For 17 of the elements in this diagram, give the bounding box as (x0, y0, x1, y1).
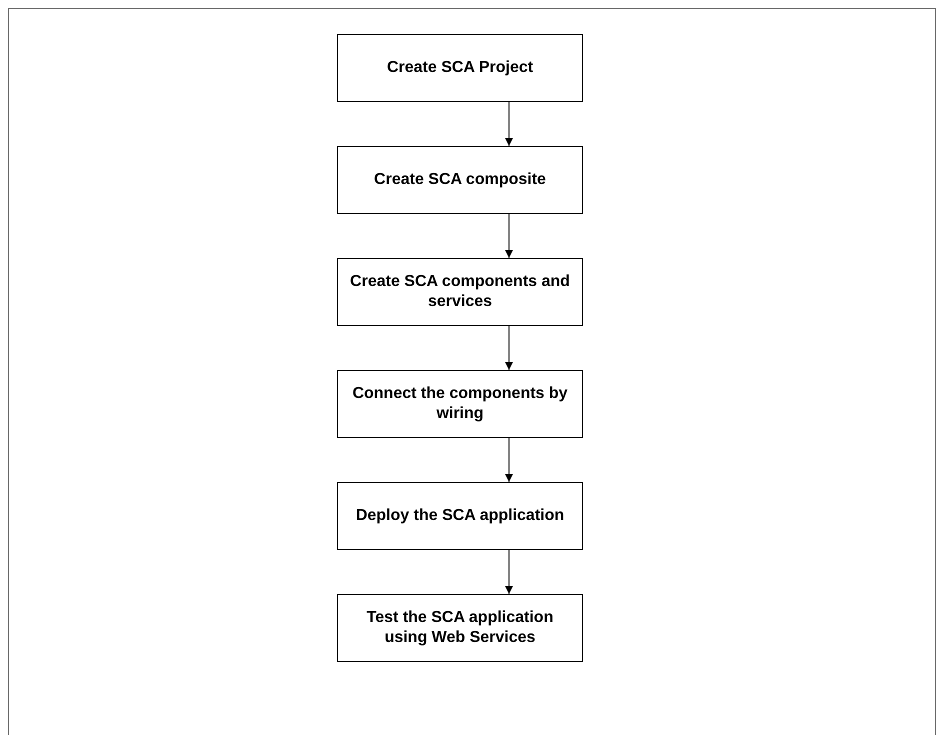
step-label: Create SCA composite (374, 170, 546, 190)
step-label: Deploy the SCA application (356, 506, 564, 526)
arrow (505, 438, 513, 482)
arrow (505, 214, 513, 258)
process-box (337, 34, 583, 102)
process-box (337, 146, 583, 214)
step-label: Create SCA components and services (349, 272, 571, 312)
step-label: Connect the components by wiring (351, 384, 569, 424)
process-box (337, 482, 583, 550)
process-box (337, 370, 583, 438)
arrow (505, 550, 513, 594)
process-box (337, 594, 583, 662)
arrow (505, 102, 513, 146)
process-box (337, 258, 583, 326)
arrow (505, 326, 513, 370)
step-label: Create SCA Project (386, 58, 534, 78)
step-label: Test the SCA application using Web Services (366, 608, 554, 648)
